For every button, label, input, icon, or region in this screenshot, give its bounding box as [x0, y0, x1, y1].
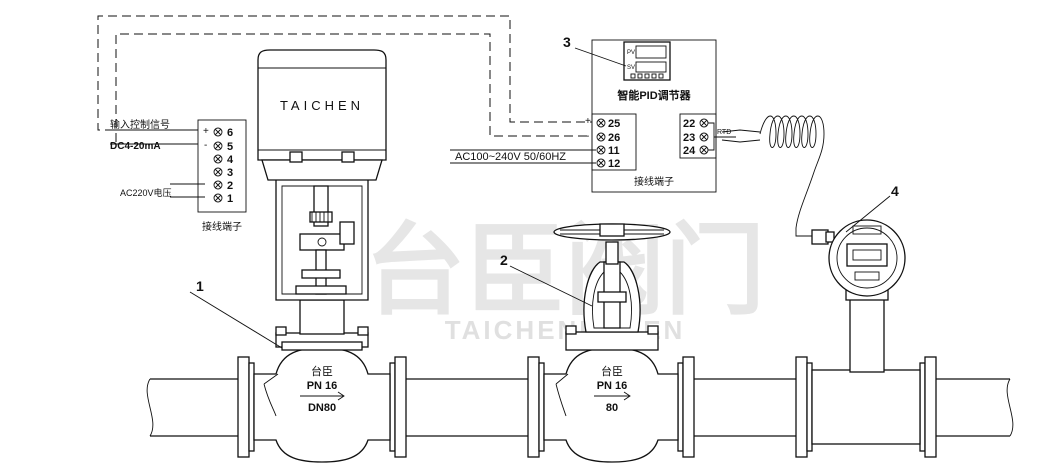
pv-label: PV: [627, 50, 635, 56]
flange-right-1: [394, 356, 407, 458]
pid-terminal-24: 24: [683, 145, 696, 157]
flange-right-2: [389, 362, 396, 452]
rtd-cable: [721, 115, 825, 237]
electric-control-valve: TAICHEN 台臣 PN 16 DN80 1: [189, 49, 407, 463]
flange2-right-2: [677, 362, 684, 452]
actuator-terminal-block: 输入控制信号 DC4-20mA AC220V电压 + - 6 5 4 3 2 1…: [110, 118, 247, 233]
pid-terminal-25: 25: [608, 118, 620, 130]
pid-screw-25: [596, 118, 606, 128]
terminal-polarity-plus: +: [203, 126, 209, 137]
callout-4: 4: [891, 183, 899, 199]
pid-polarity-plus: +: [585, 116, 591, 127]
pid-screw-11: [596, 145, 606, 155]
terminal-number-2: 2: [227, 180, 233, 192]
callout-2: 2: [500, 252, 508, 268]
terminal-number-1: 1: [227, 193, 233, 205]
terminal-screw-6: [213, 127, 223, 137]
pid-screw-24: [699, 145, 709, 155]
pid-controller: PV SV 智能PID调节器 + - 25 26 11 12 22 23 24 …: [450, 34, 736, 193]
terminal-screw-1: [213, 193, 223, 203]
pid-screw-12: [596, 158, 606, 168]
pid-screw-26: [596, 132, 606, 142]
temperature-transmitter: 4: [795, 183, 937, 458]
terminal-number-3: 3: [227, 167, 233, 179]
flange4-right-2: [919, 362, 926, 452]
flange2-right-1: [682, 356, 695, 458]
terminal-block-frame: [197, 119, 247, 213]
pid-polarity-minus: -: [586, 131, 589, 142]
pid-terminal-caption: 接线端子: [634, 175, 674, 188]
flange4-right-1: [924, 356, 937, 458]
terminal-polarity-minus: -: [204, 140, 207, 151]
flange4-left-1: [795, 356, 808, 458]
thermowell-spool: [811, 369, 921, 445]
valve2-bonnet: [565, 331, 659, 351]
terminal-number-5: 5: [227, 141, 233, 153]
callout-1: 1: [196, 278, 204, 294]
terminal-number-4: 4: [227, 154, 234, 166]
valve1-brand: 台臣: [311, 364, 333, 378]
terminal-screw-2: [213, 180, 223, 190]
power-supply-label: AC100~240V 50/60HZ: [455, 151, 566, 163]
pid-title: 智能PID调节器: [617, 88, 691, 102]
pid-left-terminal-block: [591, 113, 637, 171]
terminal-block-caption: 接线端子: [202, 220, 242, 233]
valve2-size: 80: [606, 402, 618, 414]
rtd-label: RTD: [717, 129, 731, 136]
actuator-brand: TAICHEN: [280, 98, 364, 113]
terminal-screw-3: [213, 167, 223, 177]
pid-terminal-11: 11: [608, 145, 620, 157]
pid-keypad: [630, 73, 664, 79]
valve2-pressure: PN 16: [597, 380, 628, 392]
valve2-flow-arrow: [594, 391, 631, 401]
terminal-label-voltage: AC220V电压: [120, 187, 172, 198]
pid-terminal-22: 22: [683, 118, 695, 130]
pid-right-terminal-block: [679, 113, 717, 159]
flange-left-1: [237, 356, 250, 458]
pv-display: [635, 45, 667, 59]
valve1-size: DN80: [308, 402, 336, 414]
actuator-housing: [257, 49, 387, 161]
wire-output-plus: [97, 15, 592, 131]
callout-3: 3: [563, 34, 571, 50]
rtd-bracket: [708, 122, 736, 151]
callout-4-leader: [845, 195, 891, 233]
callout-1-leader: [189, 291, 283, 349]
flange-left-2: [248, 362, 255, 452]
transmitter-stem: [849, 295, 885, 373]
terminal-screw-5: [213, 141, 223, 151]
rtd-coil: [759, 115, 825, 237]
pid-terminal-26: 26: [608, 132, 620, 144]
valve2-brand: 台臣: [601, 364, 623, 378]
terminal-screw-4: [213, 154, 223, 164]
terminal-number-6: 6: [227, 127, 233, 139]
callout-2-leader: [509, 265, 593, 307]
pid-screw-22: [699, 118, 709, 128]
pid-terminal-12: 12: [608, 158, 620, 170]
signal-wiring: [97, 15, 592, 198]
pipeline: [146, 378, 1014, 437]
transmitter-head-inner: [836, 227, 898, 289]
pid-screw-23: [699, 132, 709, 142]
terminal-label-signal: 输入控制信号: [110, 118, 170, 131]
flange2-left-1: [527, 356, 540, 458]
valve1-pressure: PN 16: [307, 380, 338, 392]
sv-label: SV: [627, 65, 635, 71]
flange4-left-2: [806, 362, 813, 452]
transmitter-display: [846, 243, 888, 267]
terminal-label-current: DC4-20mA: [110, 141, 161, 152]
callout-3-leader: [574, 47, 627, 67]
manual-globe-valve: 台臣 PN 16 80 2: [500, 223, 695, 463]
sv-display: [635, 61, 667, 73]
wire-output-minus: [115, 33, 592, 145]
pid-terminal-23: 23: [683, 132, 695, 144]
yoke-neck: [299, 299, 345, 335]
valve1-flow-arrow: [300, 391, 345, 401]
flange2-left-2: [538, 362, 545, 452]
